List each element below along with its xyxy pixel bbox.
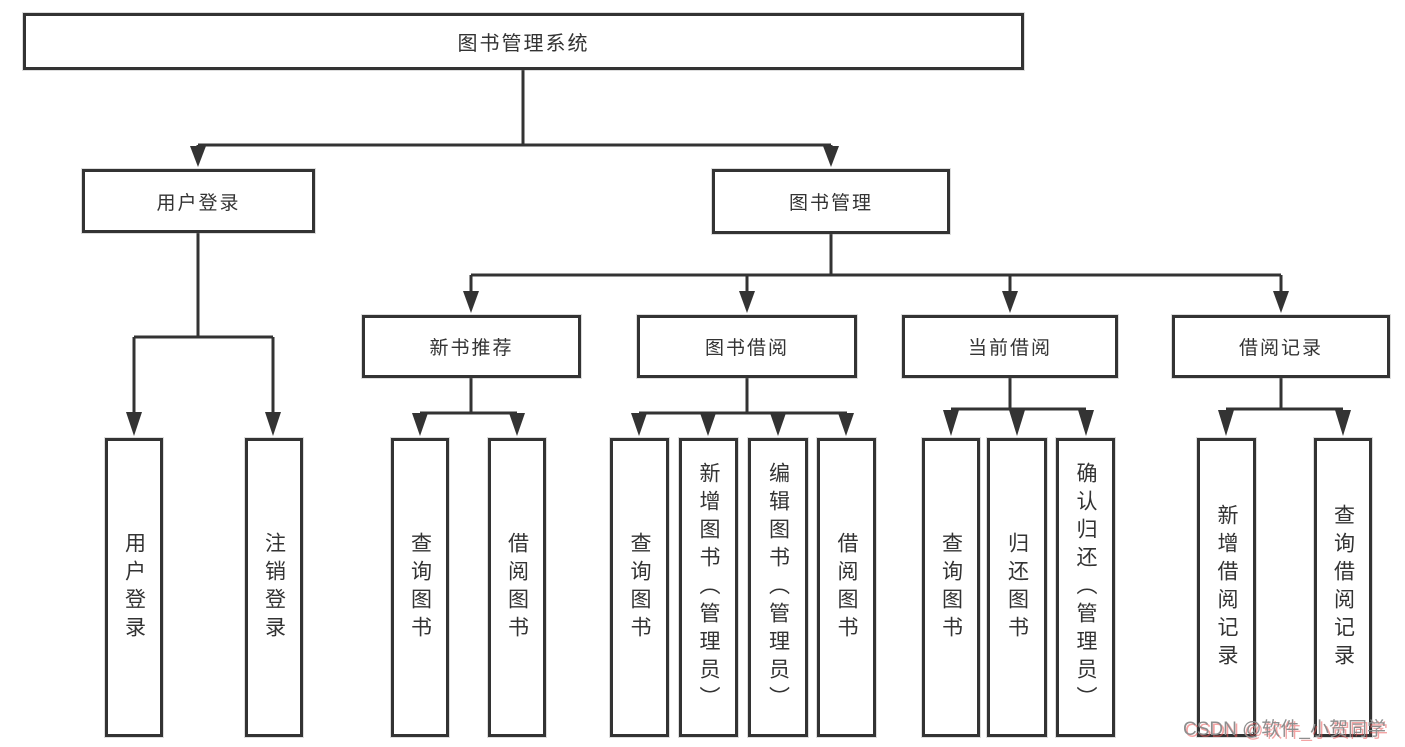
leaf-query-book-current-label: 查询图书 — [939, 531, 963, 644]
leaf-query-book-borrow-label: 查询图书 — [628, 531, 651, 644]
leaf-confirm-return-admin-label: 确认归还（管理员） — [1074, 461, 1097, 714]
node-book-management-label: 图书管理 — [788, 193, 873, 214]
node-root-system: 图书管理系统 — [23, 13, 1024, 70]
leaf-query-book-current: 查询图书 — [922, 438, 980, 737]
node-new-book-recommend: 新书推荐 — [362, 315, 581, 378]
leaf-borrow-book: 借阅图书 — [817, 438, 876, 737]
csdn-watermark: CSDN @软件_小贺同学 — [1183, 719, 1386, 740]
leaf-add-borrow-record: 新增借阅记录 — [1197, 438, 1256, 737]
connector-book-borrow-branch — [639, 378, 847, 415]
leaf-borrow-book-label: 借阅图书 — [835, 531, 858, 644]
node-user-login-label: 用户登录 — [156, 192, 241, 214]
leaf-confirm-return-admin: 确认归还（管理员） — [1056, 438, 1115, 737]
connector-root-to-level2 — [196, 70, 833, 150]
node-root-label: 图书管理系统 — [457, 33, 590, 55]
connector-borrow-records-branch — [1226, 378, 1343, 411]
node-new-book-recommend-label: 新书推荐 — [429, 338, 514, 359]
leaf-query-book-borrow: 查询图书 — [610, 438, 669, 737]
leaf-query-borrow-record-label: 查询借阅记录 — [1331, 503, 1355, 672]
node-current-borrow-label: 当前借阅 — [967, 338, 1052, 359]
node-current-borrow: 当前借阅 — [902, 315, 1118, 378]
leaf-add-book-admin: 新增图书（管理员） — [679, 438, 738, 737]
leaf-borrow-book-recommend: 借阅图书 — [488, 438, 546, 737]
leaf-query-book-recommend-label: 查询图书 — [408, 531, 432, 644]
node-borrow-records-label: 借阅记录 — [1238, 338, 1323, 359]
leaf-logout: 注销登录 — [245, 438, 303, 737]
leaf-edit-book-admin-label: 编辑图书（管理员） — [766, 461, 790, 714]
node-book-borrow-label: 图书借阅 — [704, 338, 789, 359]
connector-user-login-branch — [132, 233, 275, 414]
leaf-user-login-label: 用户登录 — [122, 531, 146, 644]
leaf-add-book-admin-label: 新增图书（管理员） — [697, 461, 720, 714]
node-book-management: 图书管理 — [712, 169, 950, 234]
leaf-return-book-label: 归还图书 — [1005, 531, 1029, 644]
leaf-user-login: 用户登录 — [105, 438, 163, 737]
leaf-logout-label: 注销登录 — [262, 531, 286, 644]
connector-book-management-branch — [469, 234, 1283, 293]
node-book-borrow: 图书借阅 — [637, 315, 857, 378]
connector-current-borrow-branch — [951, 378, 1086, 411]
leaf-query-borrow-record: 查询借阅记录 — [1314, 438, 1372, 737]
leaf-query-book-recommend: 查询图书 — [391, 438, 449, 737]
leaf-return-book: 归还图书 — [987, 438, 1047, 737]
connector-new-book-branch — [420, 378, 517, 415]
leaf-edit-book-admin: 编辑图书（管理员） — [748, 438, 808, 737]
node-borrow-records: 借阅记录 — [1172, 315, 1390, 378]
node-user-login: 用户登录 — [82, 169, 315, 233]
leaf-add-borrow-record-label: 新增借阅记录 — [1215, 503, 1238, 672]
leaf-borrow-book-recommend-label: 借阅图书 — [505, 531, 529, 644]
